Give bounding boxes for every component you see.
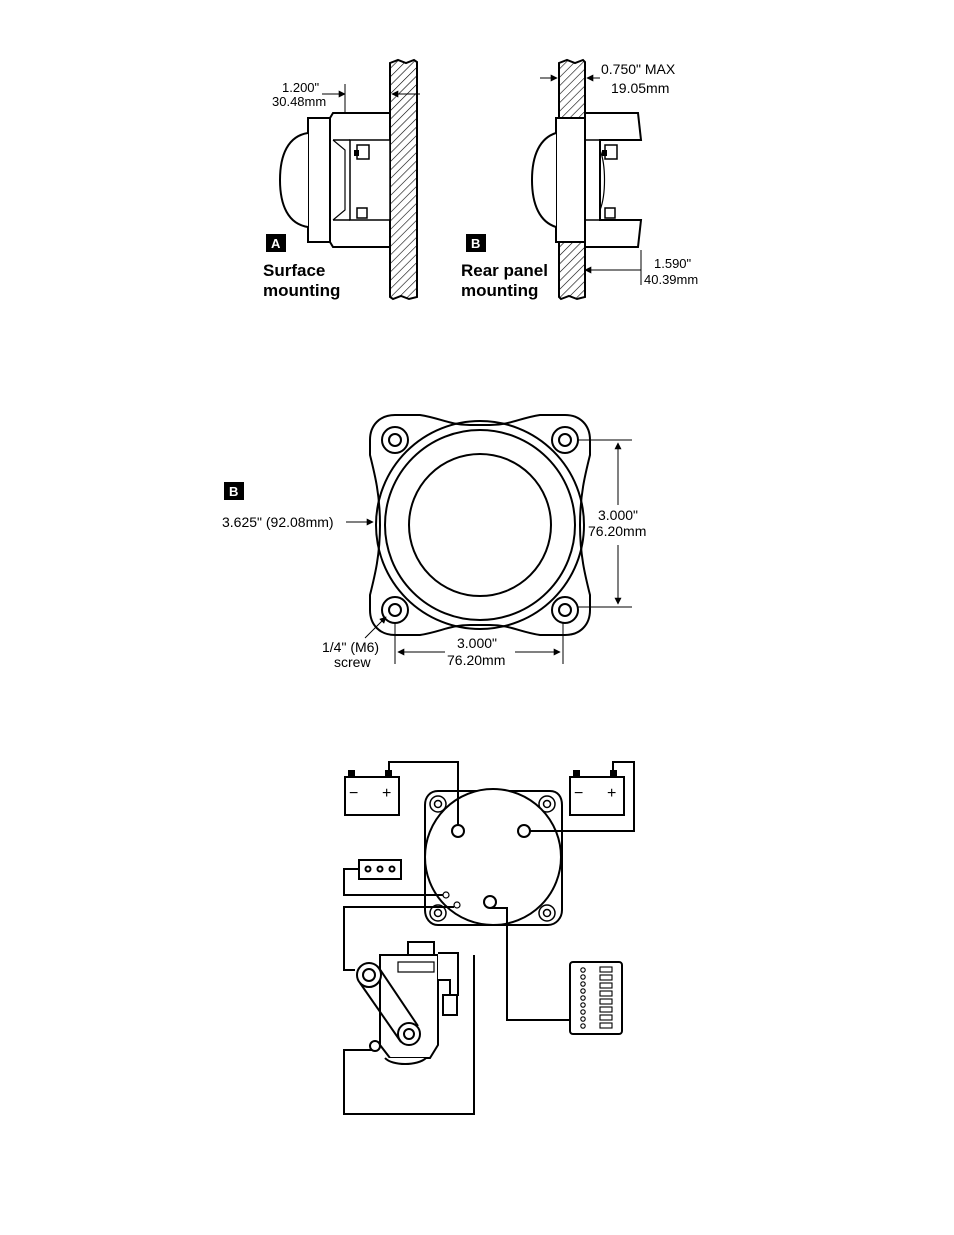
battery-right-minus: − — [574, 785, 583, 802]
terminal-battery-left — [452, 825, 464, 837]
battery-left-minus: − — [349, 785, 358, 802]
footprint-figure — [346, 415, 632, 664]
surface-dome-cap — [280, 133, 308, 227]
footprint-vertical-inches: 3.000" — [598, 507, 638, 523]
rear-terminal-stud-bottom — [605, 208, 615, 218]
terminal-small-2 — [454, 902, 460, 908]
footprint-screw-label-line1: 1/4" (M6) — [322, 639, 379, 655]
rear-title-line1: Rear panel — [461, 261, 548, 280]
rear-title-line2: mounting — [461, 281, 538, 300]
wiring-figure — [344, 762, 634, 1114]
surface-badge-letter: A — [271, 236, 281, 251]
surface-title-line2: mounting — [263, 281, 340, 300]
rear-dome-cap — [532, 133, 556, 227]
rear-depth-inches: 1.590" — [654, 256, 692, 271]
rear-front-flange — [556, 118, 585, 242]
rear-badge-letter: B — [471, 236, 480, 251]
footprint-horizontal-mm: 76.20mm — [447, 652, 505, 668]
footprint-mounting-hole-tl — [382, 427, 408, 453]
terminal-output — [484, 896, 496, 908]
battery-left-plus: + — [382, 785, 391, 802]
footprint-cutout-label: 3.625" (92.08mm) — [222, 514, 334, 530]
footprint-badge-letter: B — [229, 484, 238, 499]
battery-right-plus: + — [607, 785, 616, 802]
surface-title-line1: Surface — [263, 261, 325, 280]
footprint-screw-label-line2: screw — [334, 654, 371, 670]
terminal-battery-right — [518, 825, 530, 837]
footprint-flange-outline — [370, 415, 590, 635]
surface-terminal-stud-bottom — [357, 208, 367, 218]
surface-dimension-inches: 1.200" — [282, 80, 320, 95]
surface-panel-wall — [390, 60, 417, 299]
footprint-horizontal-inches: 3.000" — [457, 635, 497, 651]
footprint-mounting-hole-bl — [382, 597, 408, 623]
rear-body — [585, 113, 641, 247]
footprint-inner-lens — [409, 454, 551, 596]
footprint-mounting-hole-tr — [552, 427, 578, 453]
footprint-mounting-hole-br — [552, 597, 578, 623]
footprint-vertical-mm: 76.20mm — [588, 523, 646, 539]
rear-thickness-mm: 19.05mm — [611, 80, 669, 96]
footprint-outer-ring — [376, 421, 584, 629]
surface-dimension-mm: 30.48mm — [272, 94, 326, 109]
indicator-led-panel — [570, 962, 622, 1034]
connector-3-pin — [359, 860, 401, 879]
terminal-small-1 — [443, 892, 449, 898]
rear-thickness-inches: 0.750" MAX — [601, 61, 676, 77]
alternator-assembly — [357, 942, 458, 1064]
footprint-middle-ring — [385, 430, 575, 620]
rear-depth-mm: 40.39mm — [644, 272, 698, 287]
